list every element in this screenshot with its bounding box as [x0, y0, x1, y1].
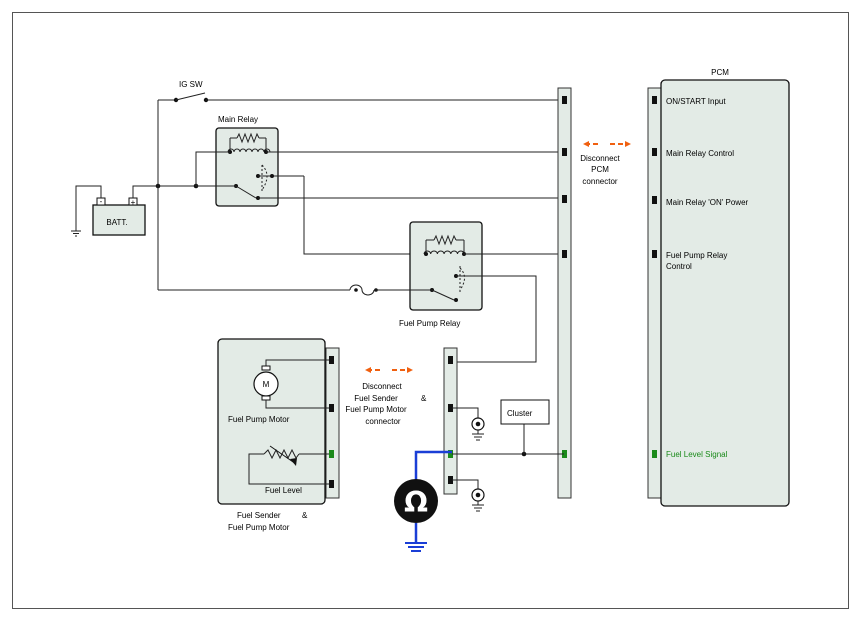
sender-harness-connector — [443, 347, 458, 495]
disconnect-sender-label-4: connector — [365, 417, 400, 426]
battery: - + BATT. — [92, 197, 146, 236]
battery-negative-label: - — [100, 197, 103, 206]
pcm-pin-fuel-pump-relay-control-2: Control — [666, 262, 692, 271]
fuel-pump-motor-label: Fuel Pump Motor — [228, 415, 290, 424]
fuel-pump-relay-label: Fuel Pump Relay — [399, 319, 460, 328]
sender-module-connector — [325, 347, 340, 499]
sender-caption-amp: & — [302, 511, 308, 520]
meter-ground-symbol — [405, 542, 427, 552]
ohm-symbol: Ω — [404, 486, 428, 519]
disconnect-pcm-label-2: PCM — [591, 165, 609, 174]
ground-symbol — [71, 230, 81, 237]
ig-switch-label: IG SW — [179, 80, 203, 89]
fuse — [349, 284, 375, 296]
pcm-harness-connector — [557, 87, 572, 499]
pcm-pin-fuel-level-signal: Fuel Level Signal — [666, 450, 728, 459]
main-relay-label: Main Relay — [218, 115, 258, 124]
motor-letter: M — [263, 380, 270, 389]
disconnect-pcm-label-3: connector — [582, 177, 617, 186]
meter-probe-wire — [414, 450, 452, 480]
ig-switch-blade — [175, 92, 206, 101]
disconnect-sender-amp: & — [421, 394, 427, 403]
fuel-level-label: Fuel Level — [265, 486, 302, 495]
disconnect-sender-label-1: Disconnect — [362, 382, 402, 391]
pcm-label: PCM — [711, 68, 729, 77]
sender-caption-1: Fuel Sender — [237, 511, 281, 520]
fuel-pump-relay-switch — [431, 289, 455, 301]
main-relay-coil — [227, 132, 271, 154]
battery-positive-label: + — [131, 198, 136, 207]
fuel-sender-pump-module — [217, 338, 326, 505]
disconnect-sender-label-3: Fuel Pump Motor — [345, 405, 407, 414]
sender-caption-2: Fuel Pump Motor — [228, 523, 290, 532]
ground-terminal-1 — [471, 417, 485, 441]
ohmmeter[interactable] — [394, 479, 438, 523]
pcm-module — [660, 79, 790, 507]
pcm-pin-fuel-pump-relay-control-1: Fuel Pump Relay — [666, 251, 727, 260]
ground-terminal-2 — [471, 488, 485, 512]
cluster-label: Cluster — [507, 409, 533, 418]
battery-label: BATT. — [106, 218, 127, 227]
battery-body — [92, 204, 146, 236]
diagram-frame — [12, 12, 849, 609]
pcm-pin-on-start: ON/START Input — [666, 97, 726, 106]
disconnect-sender-label-2: Fuel Sender — [354, 394, 398, 403]
pcm-pin-main-relay-on-power: Main Relay 'ON' Power — [666, 198, 749, 207]
disconnect-pcm-label-1: Disconnect — [580, 154, 620, 163]
cluster-box — [500, 399, 550, 425]
main-relay-switch — [235, 185, 257, 199]
pcm-pin-main-relay-control: Main Relay Control — [666, 149, 734, 158]
